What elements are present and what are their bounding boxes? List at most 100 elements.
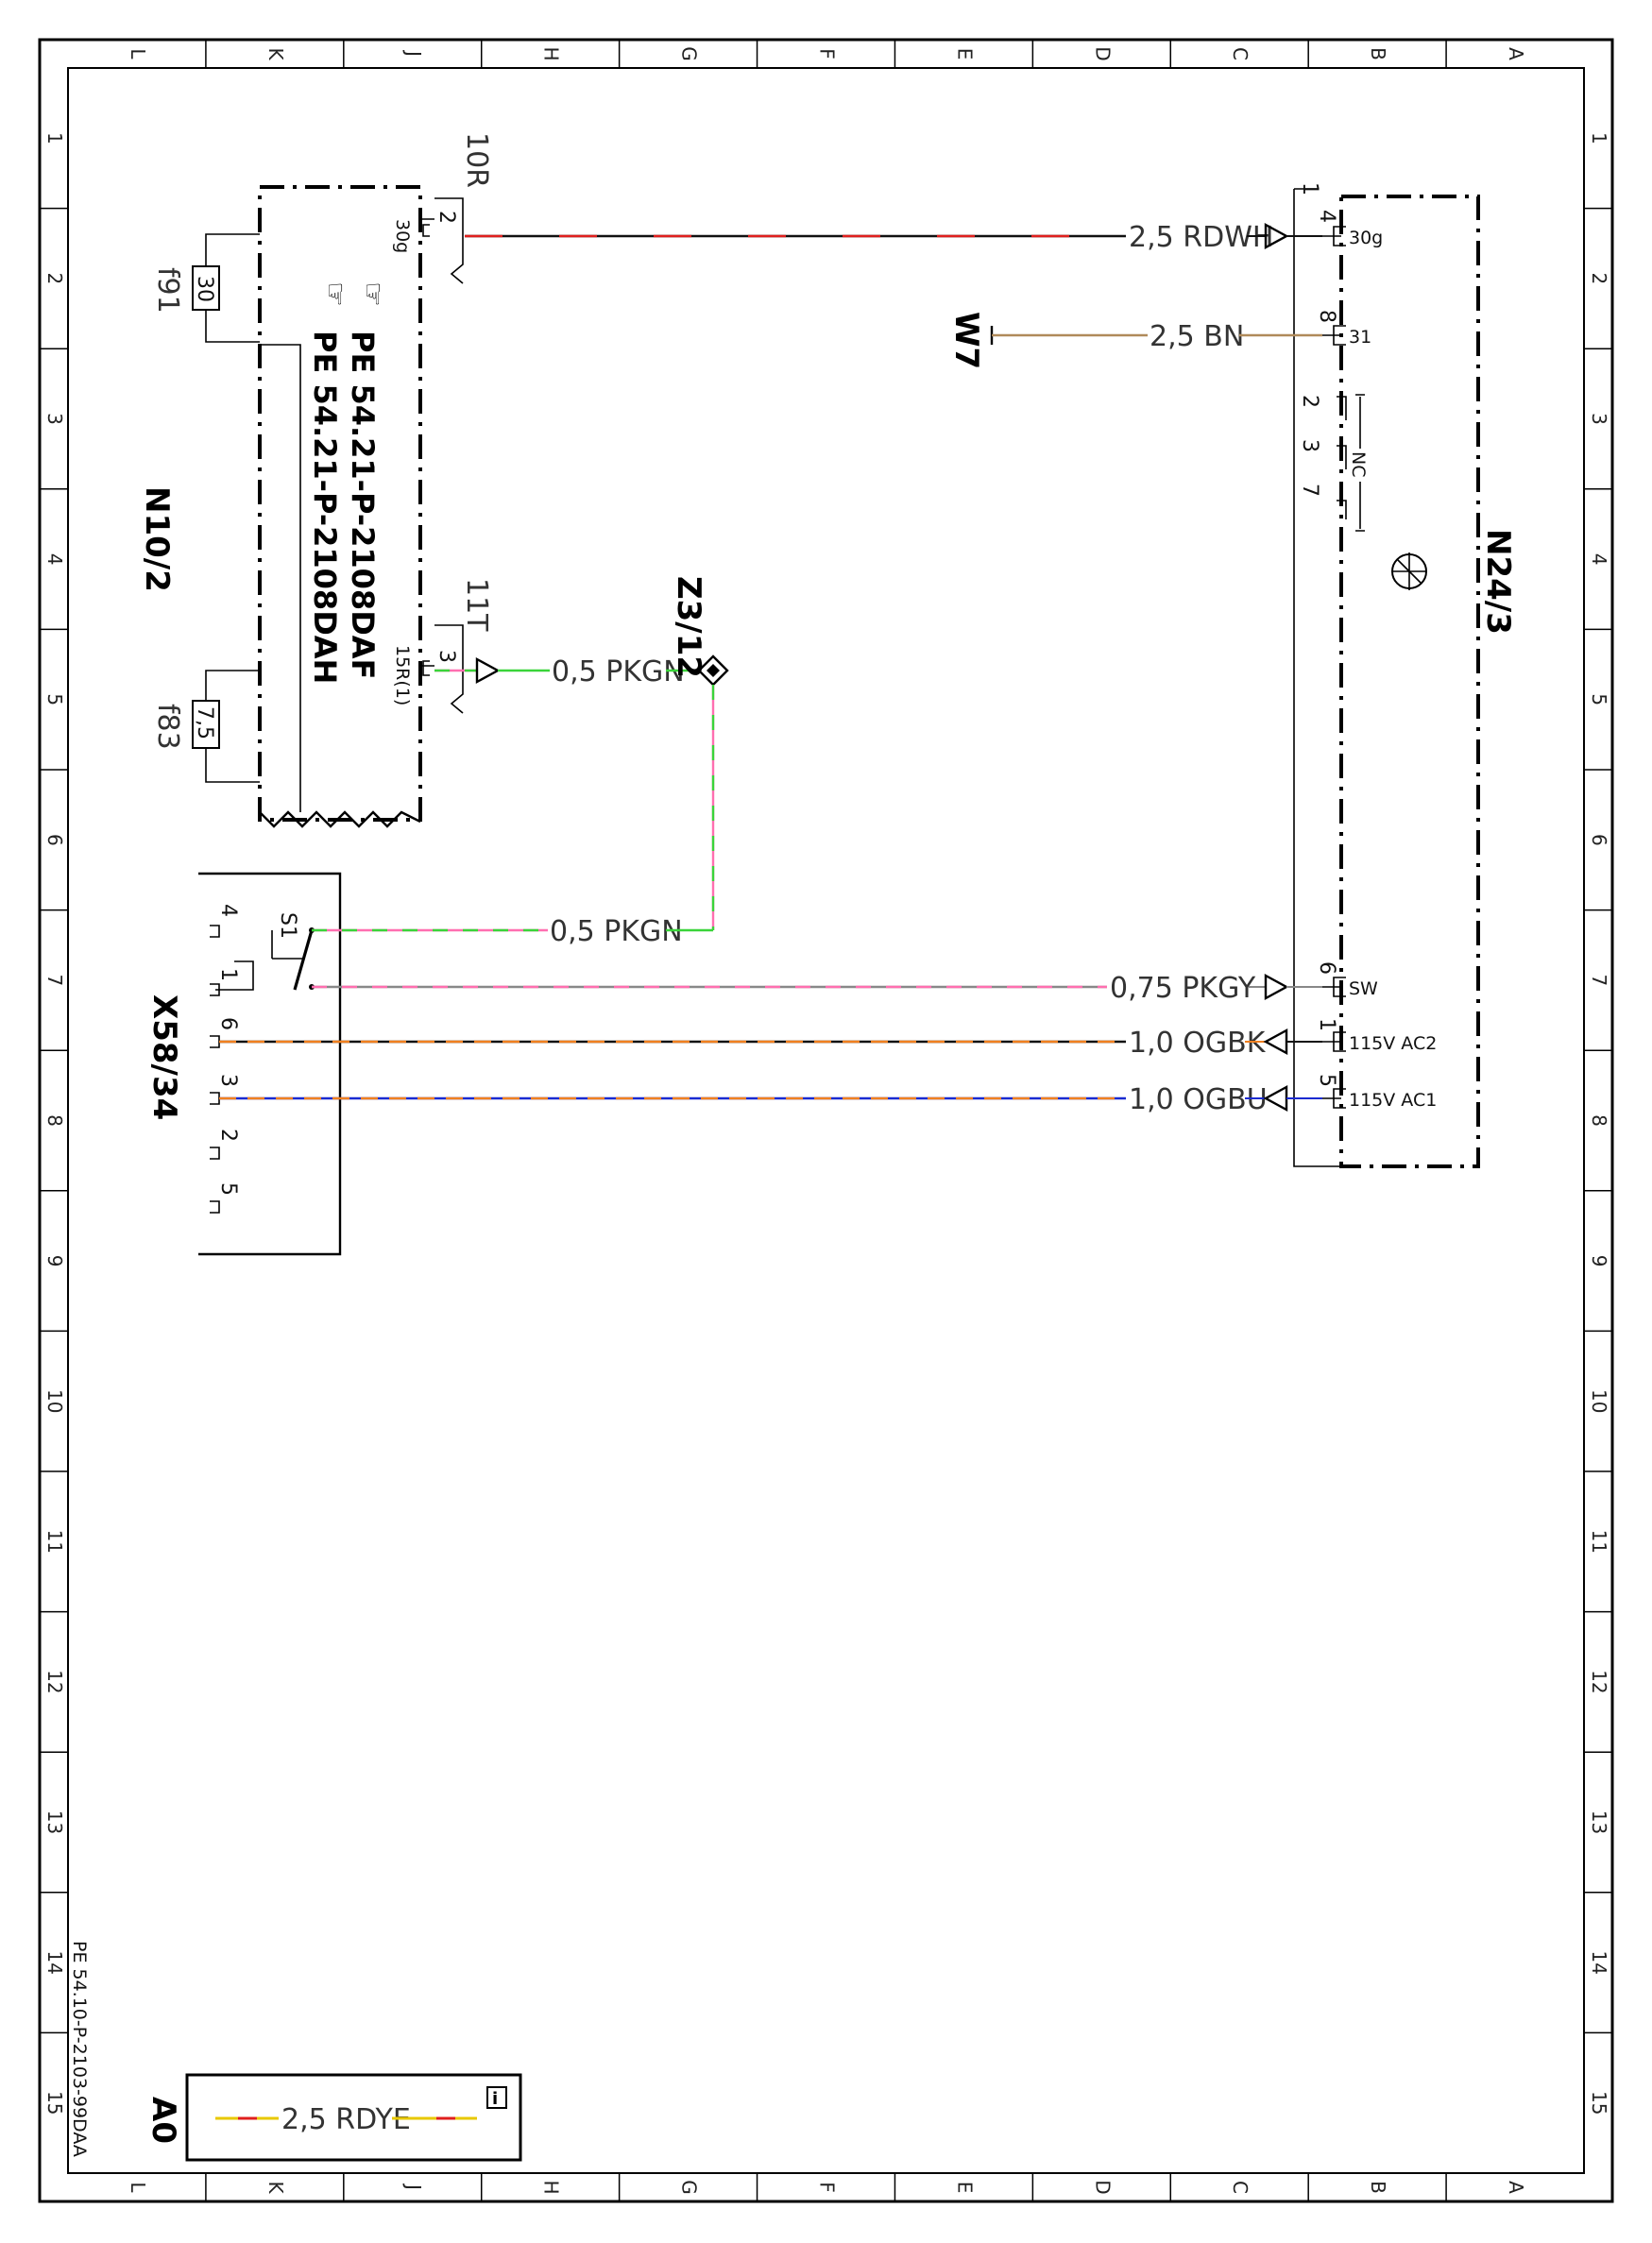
wire-pkgn-bottom: 0,5 PKGN [312, 915, 713, 948]
grid-column-label: A [1505, 2181, 1527, 2194]
grid-row-label: 6 [43, 834, 66, 846]
fuse-f83-body [192, 700, 220, 749]
grid-column-label: J [402, 2183, 425, 2190]
x58-pin-4: 4 [210, 904, 240, 938]
x58-pin-1: 1 [210, 968, 240, 996]
grid-row-label: 1 [1588, 132, 1610, 144]
grid-column-label: H [540, 46, 563, 60]
n24-3-module: 1 N24/3 4 30g 8 31 2 3 7 NC 6 SW [1293, 182, 1517, 1168]
grid-column-label: E [953, 48, 976, 60]
wire-ogbu-label: 1,0 OGBU [1129, 1083, 1268, 1116]
grid-column-label: F [816, 48, 839, 59]
grid-column-label: A [1505, 47, 1527, 60]
grid-row-label: 3 [43, 413, 66, 425]
wire-pkgn-top: 0,5 PKGN [434, 655, 699, 688]
wire-ogbk: 1,0 OGBK [219, 1027, 1322, 1060]
grid-column-label: F [816, 2182, 839, 2193]
transistor-icon [1391, 552, 1427, 590]
x58-pin-5: 5 [210, 1182, 240, 1214]
grid-row-label: 11 [1588, 1530, 1610, 1554]
z3-12-splice: Z3/12 [670, 576, 729, 930]
grid-column-label: D [1091, 2180, 1114, 2194]
grid-row-label: 9 [1588, 1255, 1610, 1267]
a0-legend: A0 2,5 RDYE i [145, 2073, 522, 2162]
n24-pin-6: 6 SW [1315, 961, 1378, 999]
svg-text:7: 7 [1298, 484, 1321, 497]
grid-row-label: 1 [43, 132, 66, 144]
grid-row-label: 15 [1588, 2091, 1610, 2115]
grid-column-label: G [678, 46, 701, 61]
n10-2-module: N10/2 PE 54.21-P-2108DAF PE 54.21-P-2108… [138, 132, 493, 828]
n24-pins-nc: 2 3 7 NC [1298, 394, 1369, 532]
n24-3-label: N24/3 [1479, 529, 1517, 635]
svg-text:6: 6 [1315, 961, 1338, 975]
a0-box [185, 2073, 522, 2162]
grid-row-label: 9 [43, 1255, 66, 1267]
fuse-f91-body [192, 265, 220, 311]
svg-text:30g: 30g [1349, 228, 1383, 248]
svg-text:S1: S1 [276, 912, 299, 939]
grid-row-label: 4 [1588, 553, 1610, 566]
wire-pkgn-arrow [475, 656, 501, 685]
pin-3-label: 3 [434, 650, 458, 663]
n24-pin-1-top: 1 [1298, 182, 1321, 195]
w7-label: W7 [947, 312, 985, 369]
grid-column-label: J [402, 49, 425, 57]
wire-pkgy: 0,75 PKGY [312, 972, 1322, 1005]
sheet-reference: PE 54.10-P-2103-99DAA [69, 1941, 90, 2157]
svg-text:1: 1 [216, 968, 240, 981]
inner-frame [67, 67, 1585, 2174]
pin-2-bracket [420, 218, 434, 237]
hand-icon-2: ☞ [318, 281, 351, 307]
grid-row-label: 2 [43, 273, 66, 285]
wire-bn: W7 2,5 BN [947, 312, 1322, 369]
x58-34-connector: X58/34 S1 4 1 6 3 2 [145, 872, 342, 1256]
grid-row-label: 3 [1588, 413, 1610, 425]
grid-row-label: 7 [43, 975, 66, 987]
svg-text:115V AC2: 115V AC2 [1349, 1033, 1437, 1054]
x58-34-housing [198, 872, 342, 1256]
svg-text:i: i [492, 2089, 498, 2109]
fuse-f83-rating: 7,5 [193, 706, 216, 739]
info-icon[interactable]: i [486, 2086, 507, 2109]
pe-reference-1: PE 54.21-P-2108DAF [345, 331, 381, 679]
wire-pkgn-bottom-label: 0,5 PKGN [550, 915, 683, 948]
svg-text:5: 5 [216, 1182, 240, 1196]
pin-15r-label: 15R(1) [392, 645, 413, 705]
svg-text:8: 8 [1315, 310, 1338, 323]
relay-10r-label: 10R [460, 132, 493, 188]
fuse-f83-label: f83 [151, 704, 184, 750]
grid-column-label: K [264, 47, 287, 60]
grid-row-label: 7 [1588, 975, 1610, 987]
grid-column-label: B [1367, 47, 1389, 60]
n24-pin-4: 4 30g [1315, 210, 1383, 248]
grid-row-label: 4 [43, 553, 66, 566]
grid-column-label: B [1367, 2181, 1389, 2194]
fuse-f91: 30 f91 [151, 233, 260, 343]
grid-row-label: 5 [1588, 693, 1610, 705]
svg-text:6: 6 [216, 1017, 240, 1030]
grid-row-label: 12 [43, 1670, 66, 1693]
svg-text:5: 5 [1315, 1074, 1338, 1087]
grid-row-label: 5 [43, 693, 66, 705]
wire-rdwh-label: 2,5 RDWH [1129, 221, 1273, 254]
grid-column-label: E [953, 2182, 976, 2194]
n10-2-housing [258, 185, 422, 822]
wire-rdwh-arrow [1264, 222, 1289, 250]
pin-2-label: 2 [434, 211, 458, 224]
wire-ogbu: 1,0 OGBU [219, 1083, 1322, 1116]
grid-column-label: G [678, 2180, 701, 2195]
wire-ogbk-label: 1,0 OGBK [1129, 1027, 1267, 1060]
svg-text:SW: SW [1349, 978, 1378, 999]
x58-pin-2: 2 [210, 1129, 240, 1160]
svg-text:4: 4 [1315, 210, 1338, 223]
grid-column-label: L [127, 48, 149, 59]
grid-row-label: 8 [1588, 1114, 1610, 1127]
hand-icon-1: ☞ [356, 281, 389, 307]
svg-text:2: 2 [1298, 395, 1321, 408]
fuse-f83: 7,5 f83 [151, 670, 260, 783]
n24-3-connector-rail [1293, 189, 1341, 1167]
x58-34-label: X58/34 [145, 994, 183, 1120]
